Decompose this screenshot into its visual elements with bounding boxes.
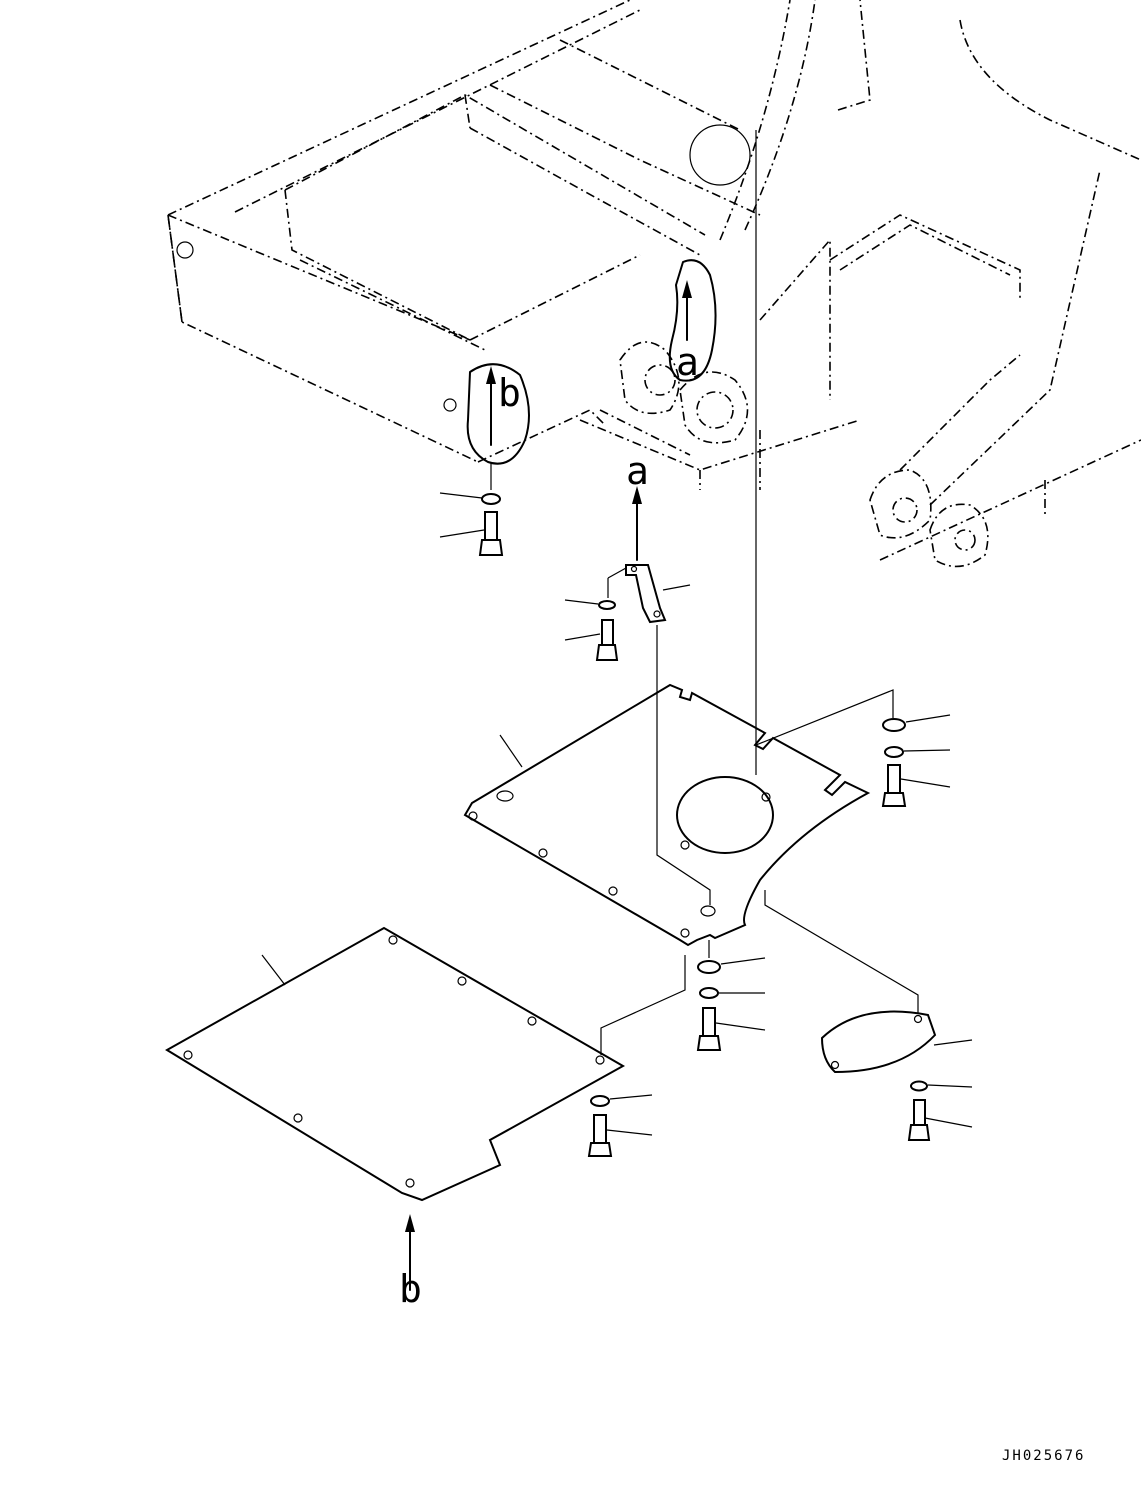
bracket-part xyxy=(564,486,691,661)
bolt-set-left-upper xyxy=(439,462,504,556)
detail-label-a-arrow: a xyxy=(626,449,649,493)
detail-label-b-lower: b xyxy=(399,1267,422,1311)
bolt-set-lower-left xyxy=(587,1094,653,1157)
detail-label-b-upper: b xyxy=(498,371,521,415)
detail-label-a-upper: a xyxy=(676,340,699,384)
bolt-set-right-upper xyxy=(881,714,951,807)
bolt-set-center xyxy=(696,940,766,1051)
undercover-plate-rear xyxy=(165,926,686,1291)
detail-callout-a xyxy=(668,259,717,382)
revolving-frame xyxy=(167,0,1141,568)
detail-callout-b xyxy=(466,363,530,465)
undercover-plate-main xyxy=(463,130,919,1018)
drawing-number: JH025676 xyxy=(1002,1448,1085,1464)
small-cover-plate xyxy=(820,1010,973,1141)
